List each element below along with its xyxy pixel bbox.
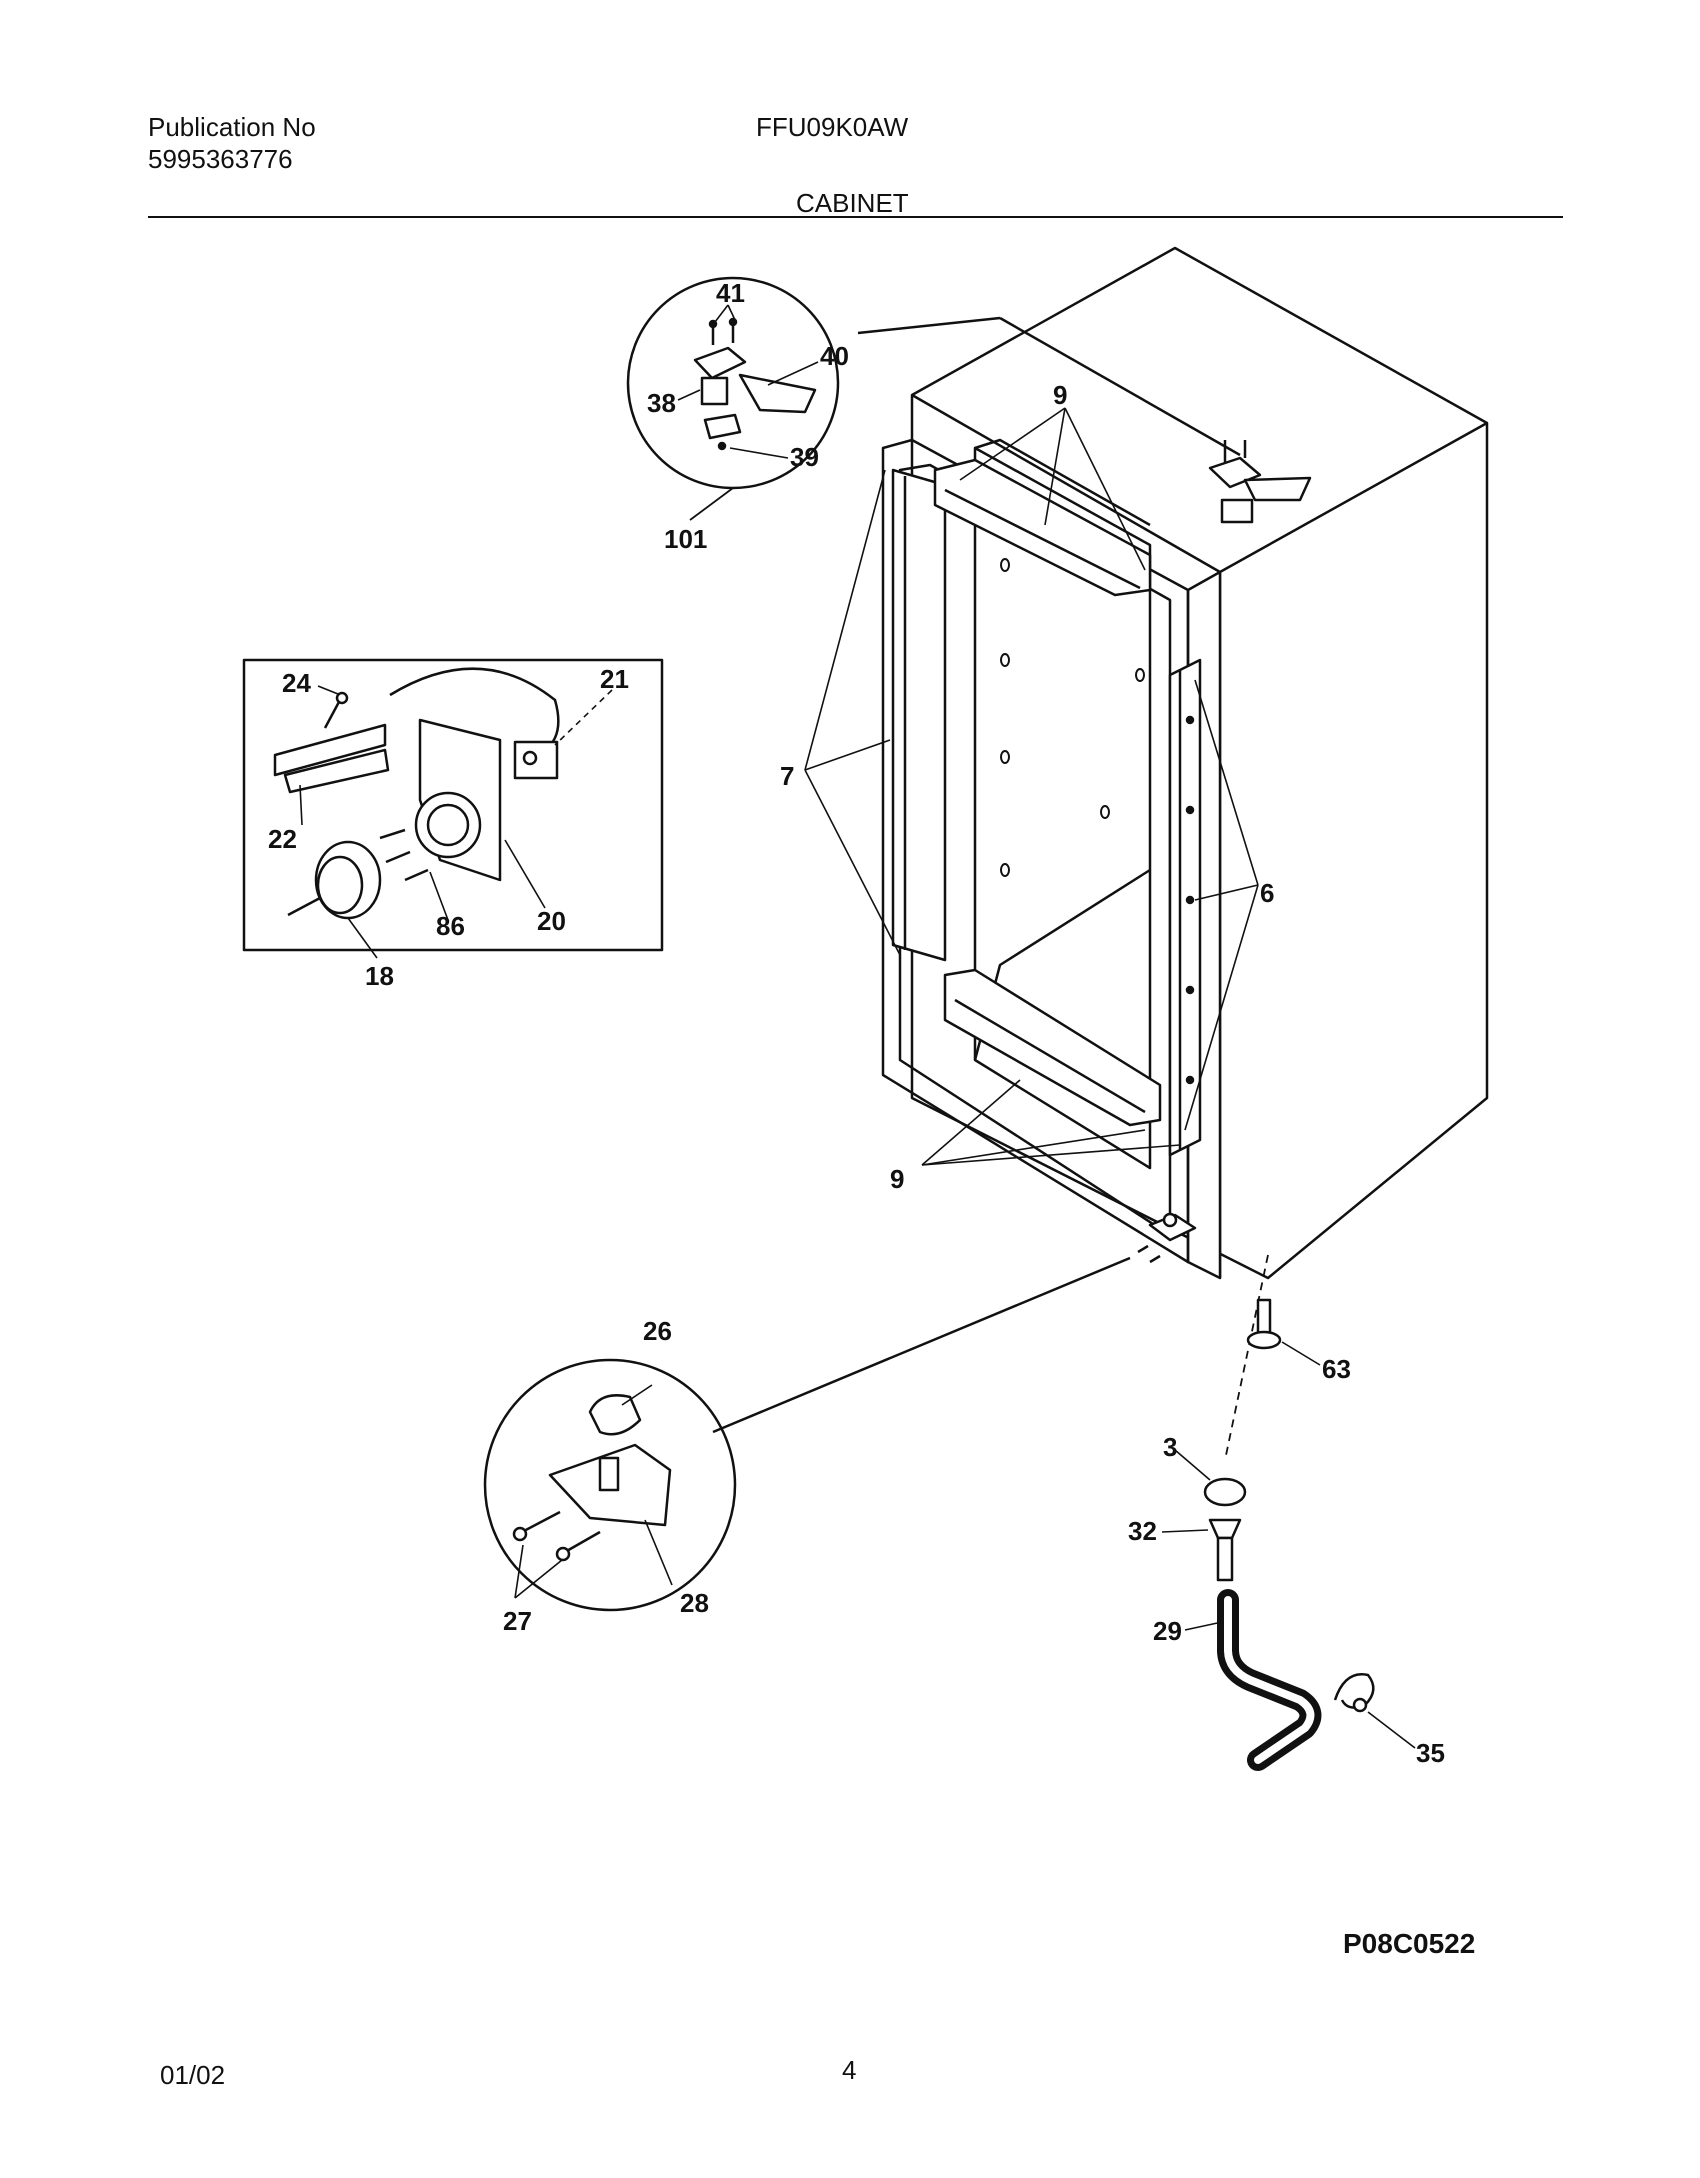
footer-date: 01/02 [160, 2060, 226, 2090]
callout-29: 29 [1153, 1616, 1182, 1646]
drain-parts [1161, 1254, 1416, 1771]
callout-101: 101 [664, 524, 707, 554]
callout-3: 3 [1163, 1432, 1177, 1462]
top-hinge-on-cabinet [1208, 440, 1312, 524]
callout-9-top: 9 [1053, 380, 1067, 410]
callout-9-bottom: 9 [890, 1164, 904, 1194]
section-title: CABINET [796, 188, 909, 218]
header-rule [148, 216, 1563, 218]
breaker-strip-right [1168, 658, 1202, 1157]
page-number: 4 [842, 2055, 857, 2085]
callout-86: 86 [436, 911, 465, 941]
callout-6: 6 [1260, 878, 1274, 908]
publication-number: 5995363776 [148, 144, 293, 174]
bottom-hinge-on-cabinet [1137, 1212, 1197, 1264]
callout-21: 21 [600, 664, 629, 694]
callout-22: 22 [268, 824, 297, 854]
callout-7: 7 [780, 761, 794, 791]
publication-label: Publication No [148, 112, 316, 142]
callout-18: 18 [365, 961, 394, 991]
model-number: FFU09K0AW [756, 112, 909, 142]
breaker-strip-left [891, 468, 947, 962]
callout-27: 27 [503, 1606, 532, 1636]
callout-40: 40 [820, 341, 849, 371]
bottom-hinge-detail [483, 1256, 1131, 1612]
diagram-code: P08C0522 [1343, 1928, 1476, 1959]
callout-28: 28 [680, 1588, 709, 1618]
liner-holes [1000, 558, 1145, 877]
light-assembly-box [242, 658, 664, 959]
callout-39: 39 [790, 442, 819, 472]
callout-63: 63 [1322, 1354, 1351, 1384]
breaker-strip-top [933, 458, 1152, 597]
breaker-strip-bottom [943, 968, 1162, 1127]
callout-35: 35 [1416, 1738, 1445, 1768]
cabinet-leader-lines [804, 407, 1259, 1166]
callout-41: 41 [716, 278, 745, 308]
callout-26: 26 [643, 1316, 672, 1346]
top-hinge-detail [626, 276, 1241, 521]
callout-24: 24 [282, 668, 311, 698]
callout-20: 20 [537, 906, 566, 936]
callout-labels: 41 40 38 39 101 9 7 6 9 24 21 22 86 20 1… [268, 278, 1445, 1768]
callout-38: 38 [647, 388, 676, 418]
callout-32: 32 [1128, 1516, 1157, 1546]
